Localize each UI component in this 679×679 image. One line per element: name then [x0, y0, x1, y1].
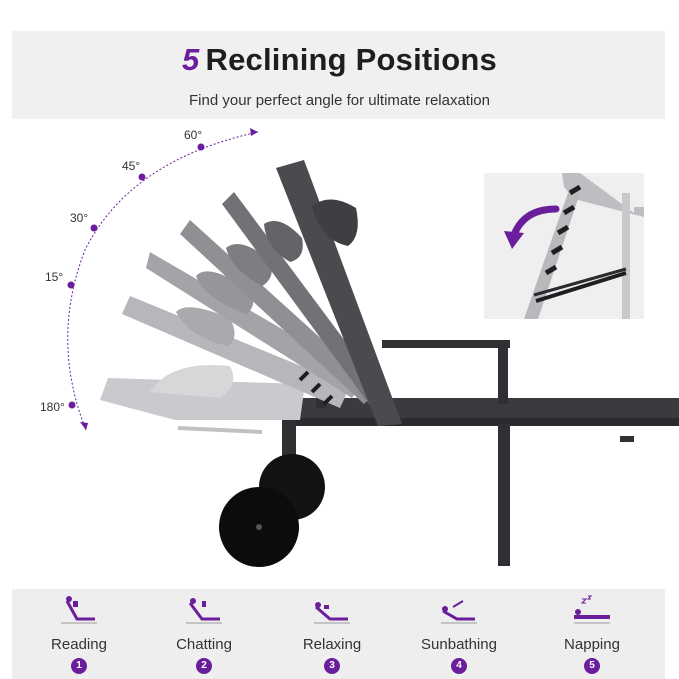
angle-dot-30: [90, 224, 98, 232]
pillow-30: [196, 271, 254, 314]
rotate-arrow-icon: [504, 205, 560, 249]
ratchet: [298, 370, 334, 406]
position-chatting: Chatting 2: [149, 593, 259, 674]
position-number-badge: 1: [71, 658, 87, 674]
armrest-post: [498, 340, 508, 404]
angle-label-180: 180°: [40, 400, 65, 414]
position-number-badge: 3: [324, 658, 340, 674]
position-label: Reading: [51, 636, 107, 653]
angle-dot-15: [67, 281, 75, 289]
angle-label-45: 45°: [122, 159, 141, 173]
backrest-flat: [100, 365, 305, 434]
napping-pose-icon: [574, 595, 610, 624]
backrest-50: [222, 192, 386, 408]
sunbathing-pose-icon: [441, 600, 477, 624]
pillow-50: [264, 221, 303, 262]
position-label: Chatting: [176, 636, 232, 653]
angle-label-60: 60°: [184, 128, 203, 142]
header-band: [12, 31, 665, 119]
pillow-60: [312, 199, 358, 246]
angle-dot-60: [197, 143, 205, 151]
angle-label-15: 15°: [45, 270, 64, 284]
ratchet-detail-inset: [484, 173, 644, 319]
position-number-badge: 2: [196, 658, 212, 674]
angle-dot-45: [138, 173, 146, 181]
position-label: Sunbathing: [421, 636, 497, 653]
angle-arc: [67, 131, 259, 431]
pillow-15: [176, 307, 235, 346]
arc-arrow-top: [250, 128, 258, 136]
angle-label-30: 30°: [70, 211, 89, 225]
position-number-badge: 5: [584, 658, 600, 674]
position-sunbathing: Sunbathing 4: [404, 593, 514, 674]
title-text: Reclining Positions: [205, 42, 497, 77]
angle-dot-180: [68, 401, 76, 409]
backrest-30: [146, 252, 366, 398]
position-label: Relaxing: [302, 636, 362, 653]
position-relaxing: Relaxing 3: [277, 593, 387, 674]
reading-pose-icon: [61, 596, 97, 624]
armrest-top: [382, 340, 510, 348]
position-reading: Reading 1: [24, 593, 134, 674]
page-subtitle: Find your perfect angle for ultimate rel…: [189, 92, 490, 109]
wheel-hub: [256, 524, 262, 530]
position-label: Napping: [564, 636, 620, 653]
backrest-15: [122, 296, 350, 408]
arc-arrow-bottom: [80, 422, 88, 430]
backrest-60: [276, 160, 402, 426]
position-number-badge: 4: [451, 658, 467, 674]
chatting-pose-icon: [186, 598, 222, 624]
front-leg: [498, 424, 510, 566]
foot-pad: [620, 436, 634, 442]
seat-frame: [296, 418, 679, 426]
position-napping: Napping 5: [537, 593, 647, 674]
relaxing-pose-icon: [314, 602, 350, 624]
backrest-45: [180, 220, 378, 404]
title-number: 5: [182, 42, 200, 77]
